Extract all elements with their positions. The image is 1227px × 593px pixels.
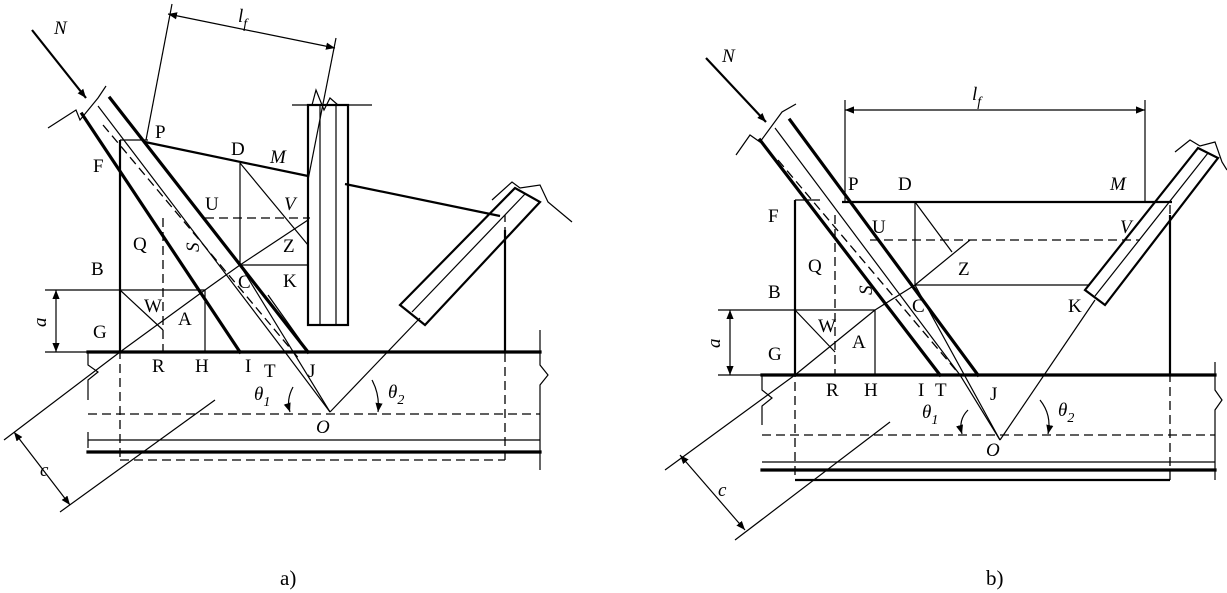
svg-text:lf: lf xyxy=(238,6,249,32)
point-D-a: D xyxy=(231,139,245,160)
point-M-a: M xyxy=(269,147,287,168)
theta2-b: θ xyxy=(1058,400,1067,421)
caption-b: b) xyxy=(986,566,1004,590)
dim-c-label-a: c xyxy=(40,460,49,481)
point-M-b: M xyxy=(1109,174,1127,195)
point-D-b: D xyxy=(898,174,912,195)
a-dimension-b: a xyxy=(704,309,795,376)
c-dimension-b: c xyxy=(664,374,891,541)
diagram-b: lf N a c θ1 θ2 O P xyxy=(664,46,1227,590)
theta2-sub-a: 2 xyxy=(397,393,404,408)
point-Z-a: Z xyxy=(283,236,295,257)
load-arrow-b: N xyxy=(705,46,767,123)
gusset-outline-b xyxy=(762,200,1215,481)
left-diagonal-b xyxy=(735,103,981,378)
construction-lines-b xyxy=(794,201,1090,441)
load-label-b: N xyxy=(721,46,736,67)
theta1-sub-a: 1 xyxy=(263,395,270,410)
lf-dimension-a: lf xyxy=(145,3,337,181)
point-F-a: F xyxy=(93,156,104,177)
point-R-b: R xyxy=(826,380,839,401)
left-diagonal-a xyxy=(47,85,311,361)
c-dimension-a: c xyxy=(3,351,216,513)
chord-b xyxy=(760,362,1223,480)
point-C-b: C xyxy=(912,296,925,317)
point-K-a: K xyxy=(283,271,297,292)
vertical-member-a xyxy=(292,88,372,327)
point-B-b: B xyxy=(768,282,781,303)
plate-edges-b xyxy=(793,199,1172,482)
point-U-b: U xyxy=(872,217,886,238)
point-W-b: W xyxy=(818,316,836,337)
svg-text:θ2: θ2 xyxy=(388,382,404,408)
point-G-a: G xyxy=(93,322,107,343)
point-C-a: C xyxy=(238,272,251,293)
point-G-b: G xyxy=(768,344,782,365)
origin-label-b: O xyxy=(986,440,1000,461)
svg-text:θ1: θ1 xyxy=(922,402,938,428)
chord-a xyxy=(86,330,549,470)
point-A-a: A xyxy=(178,309,192,330)
point-labels-a: P D M F U V Q S Z B C K W A G R H I T J xyxy=(91,122,315,382)
angle-marks-a: θ1 θ2 O xyxy=(254,379,404,438)
svg-text:lf: lf xyxy=(972,84,983,110)
point-H-a: H xyxy=(195,356,209,377)
point-T-a: T xyxy=(264,361,276,382)
load-label-a: N xyxy=(53,18,68,39)
svg-text:θ1: θ1 xyxy=(254,384,270,410)
lf-subscript-b: f xyxy=(977,95,983,110)
right-diagonal-a xyxy=(329,181,573,413)
point-V-b: V xyxy=(1120,217,1134,238)
svg-text:θ2: θ2 xyxy=(1058,400,1074,426)
point-I-a: I xyxy=(245,356,251,377)
theta1-sub-b: 1 xyxy=(931,413,938,428)
point-A-b: A xyxy=(852,332,866,353)
theta2-a: θ xyxy=(388,382,397,403)
point-J-a: J xyxy=(308,361,315,382)
theta1-b: θ xyxy=(922,402,931,423)
right-diagonal-b xyxy=(999,139,1227,441)
point-Q-b: Q xyxy=(808,256,822,277)
lf-subscript-a: f xyxy=(243,17,249,32)
construction-lines-a xyxy=(119,162,331,413)
point-W-a: W xyxy=(144,296,162,317)
caption-a: a) xyxy=(280,566,296,590)
point-U-a: U xyxy=(205,194,219,215)
point-R-a: R xyxy=(152,356,165,377)
dim-a-label-a: a xyxy=(30,318,51,328)
point-H-b: H xyxy=(864,380,878,401)
plate-edges-a xyxy=(118,139,507,352)
point-K-b: K xyxy=(1068,296,1082,317)
theta1-a: θ xyxy=(254,384,263,405)
theta2-sub-b: 2 xyxy=(1067,411,1074,426)
dim-c-label-b: c xyxy=(718,480,727,501)
point-S-a: S xyxy=(183,242,204,252)
point-B-a: B xyxy=(91,259,104,280)
lf-symbol-b: l xyxy=(972,84,977,105)
lf-symbol-a: l xyxy=(238,6,243,27)
load-arrow-a: N xyxy=(31,18,87,99)
diagram-a: lf N a c θ1 θ2 O P xyxy=(3,3,573,590)
point-F-b: F xyxy=(768,206,779,227)
origin-label-a: O xyxy=(316,417,330,438)
point-Z-b: Z xyxy=(958,259,970,280)
point-Q-a: Q xyxy=(133,234,147,255)
point-P-a: P xyxy=(155,122,166,143)
point-T-b: T xyxy=(935,380,947,401)
point-P-b: P xyxy=(848,174,859,195)
a-dimension-a: a xyxy=(30,289,120,353)
point-J-b: J xyxy=(990,384,997,405)
point-V-a: V xyxy=(284,194,298,215)
dim-a-label-b: a xyxy=(704,339,725,349)
point-I-b: I xyxy=(918,380,924,401)
point-labels-b: P D M F U V Q S Z B C K W A G R H I T J xyxy=(768,174,1134,405)
angle-marks-b: θ1 θ2 O xyxy=(922,399,1074,461)
point-S-b: S xyxy=(856,285,877,295)
lf-dimension-b: lf xyxy=(844,84,1146,202)
